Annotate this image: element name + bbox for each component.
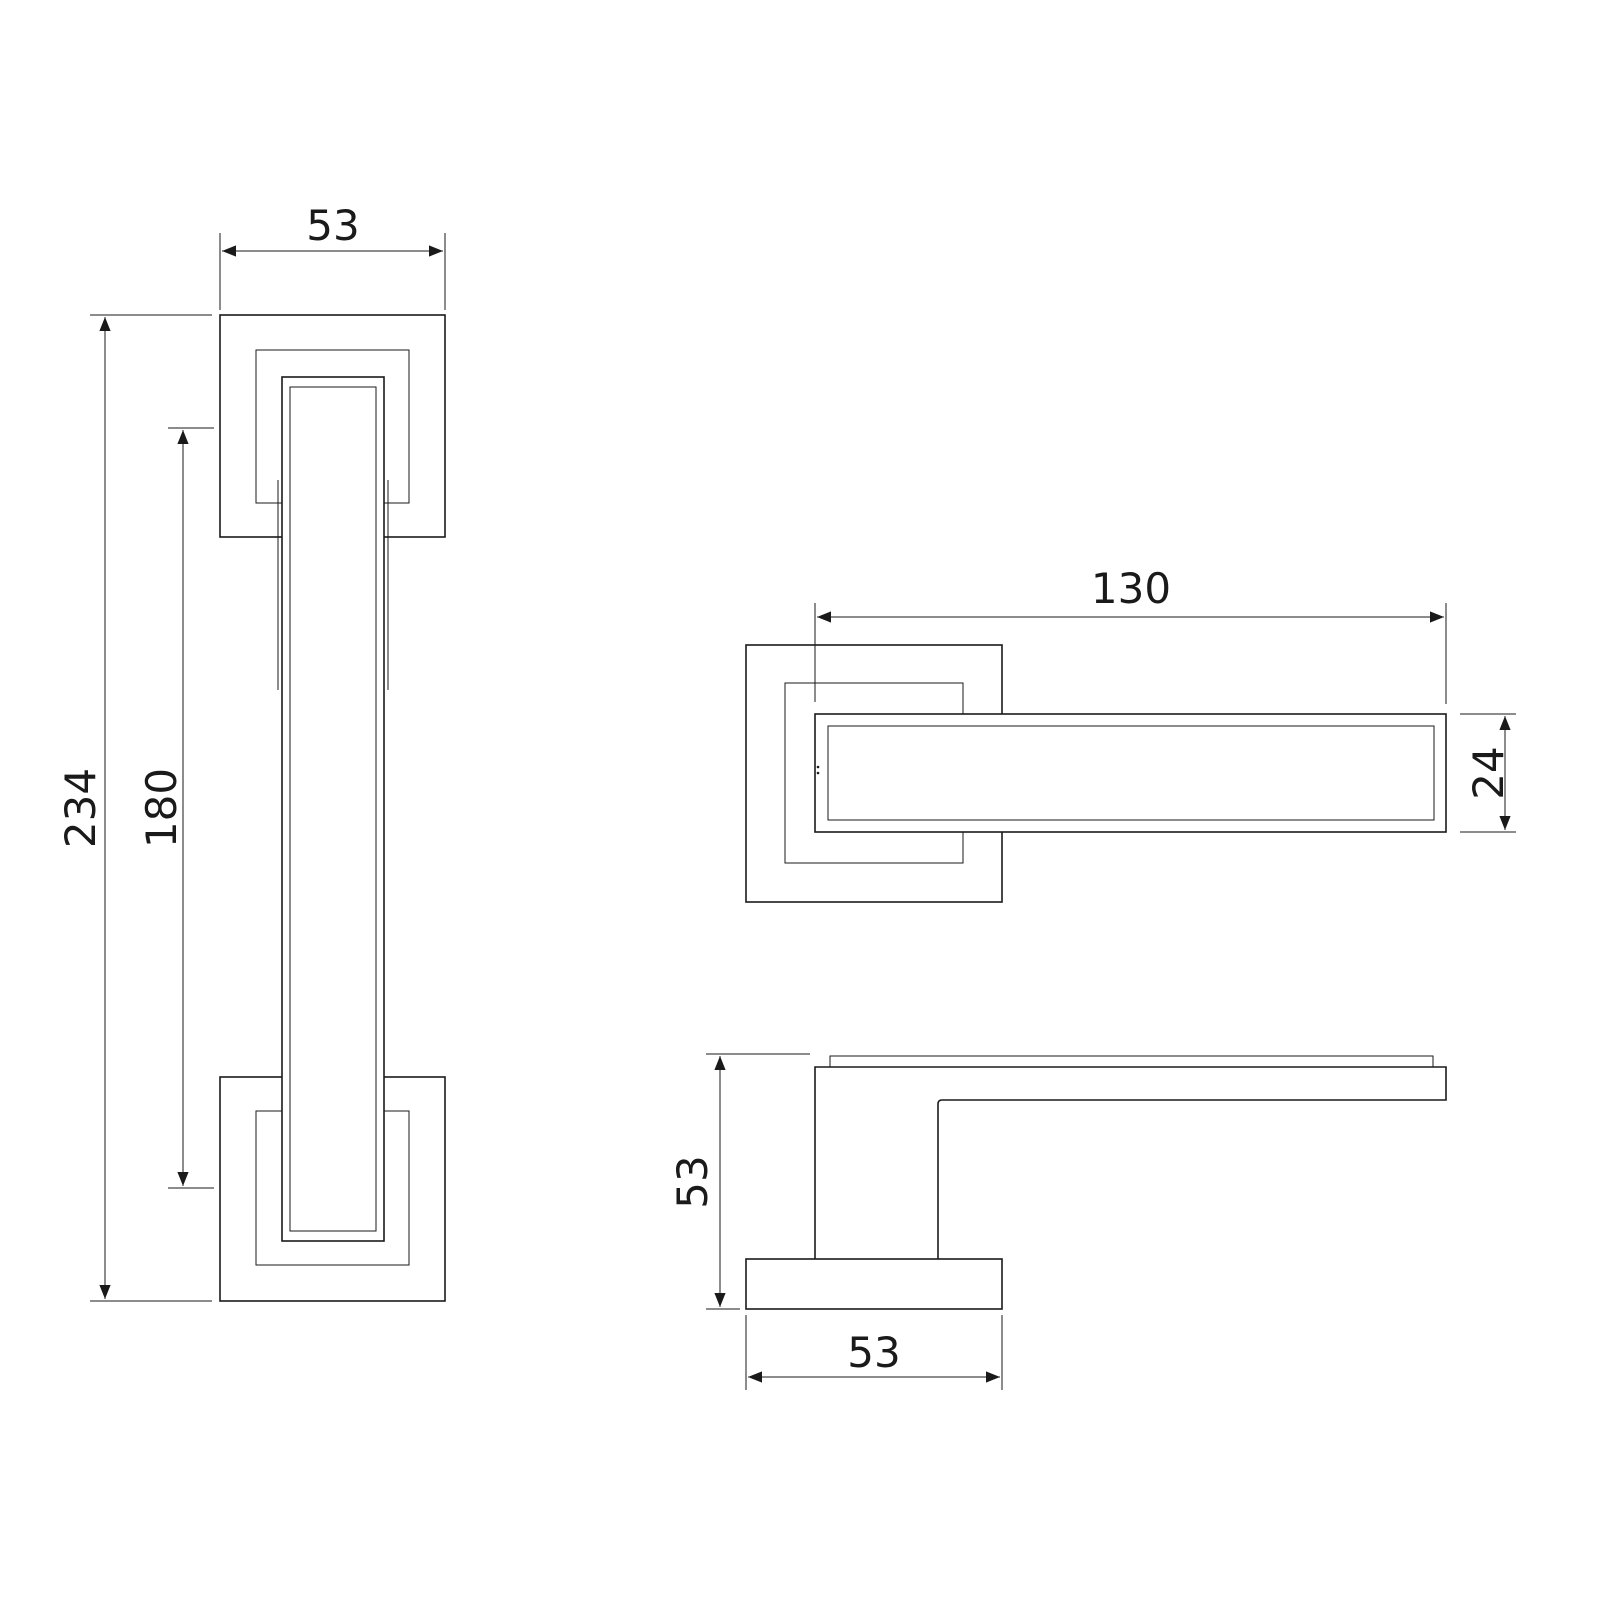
pull-width-label: 53 [306,201,359,250]
rose-width-label: 53 [847,1328,900,1377]
lever-width-label: 24 [1464,746,1513,799]
pull-length-label: 234 [56,768,105,848]
lever-height-label: 53 [668,1155,717,1208]
pull-center-label: 180 [137,768,186,848]
pull-length-dimension: 234 [56,314,212,1302]
lever-height-dimension: 53 [668,1053,810,1310]
lever-side-rose [745,1258,1003,1310]
lever-side-view: 53 53 [668,1053,1447,1390]
pull-handle-front-view: 53 234 180 [56,201,446,1302]
pull-center-dimension: 180 [137,427,214,1189]
lever-width-dimension: 24 [1460,713,1516,833]
lever-side-profile [814,1066,1447,1259]
rose-width-dimension: 53 [745,1315,1003,1390]
pull-width-dimension: 53 [219,201,446,310]
lever-length-label: 130 [1091,564,1171,613]
lever-front-view: 130 24 [745,564,1516,903]
pull-grip [277,376,389,1242]
lever-length-dimension: 130 [814,564,1447,704]
lever-arm [814,713,1447,833]
